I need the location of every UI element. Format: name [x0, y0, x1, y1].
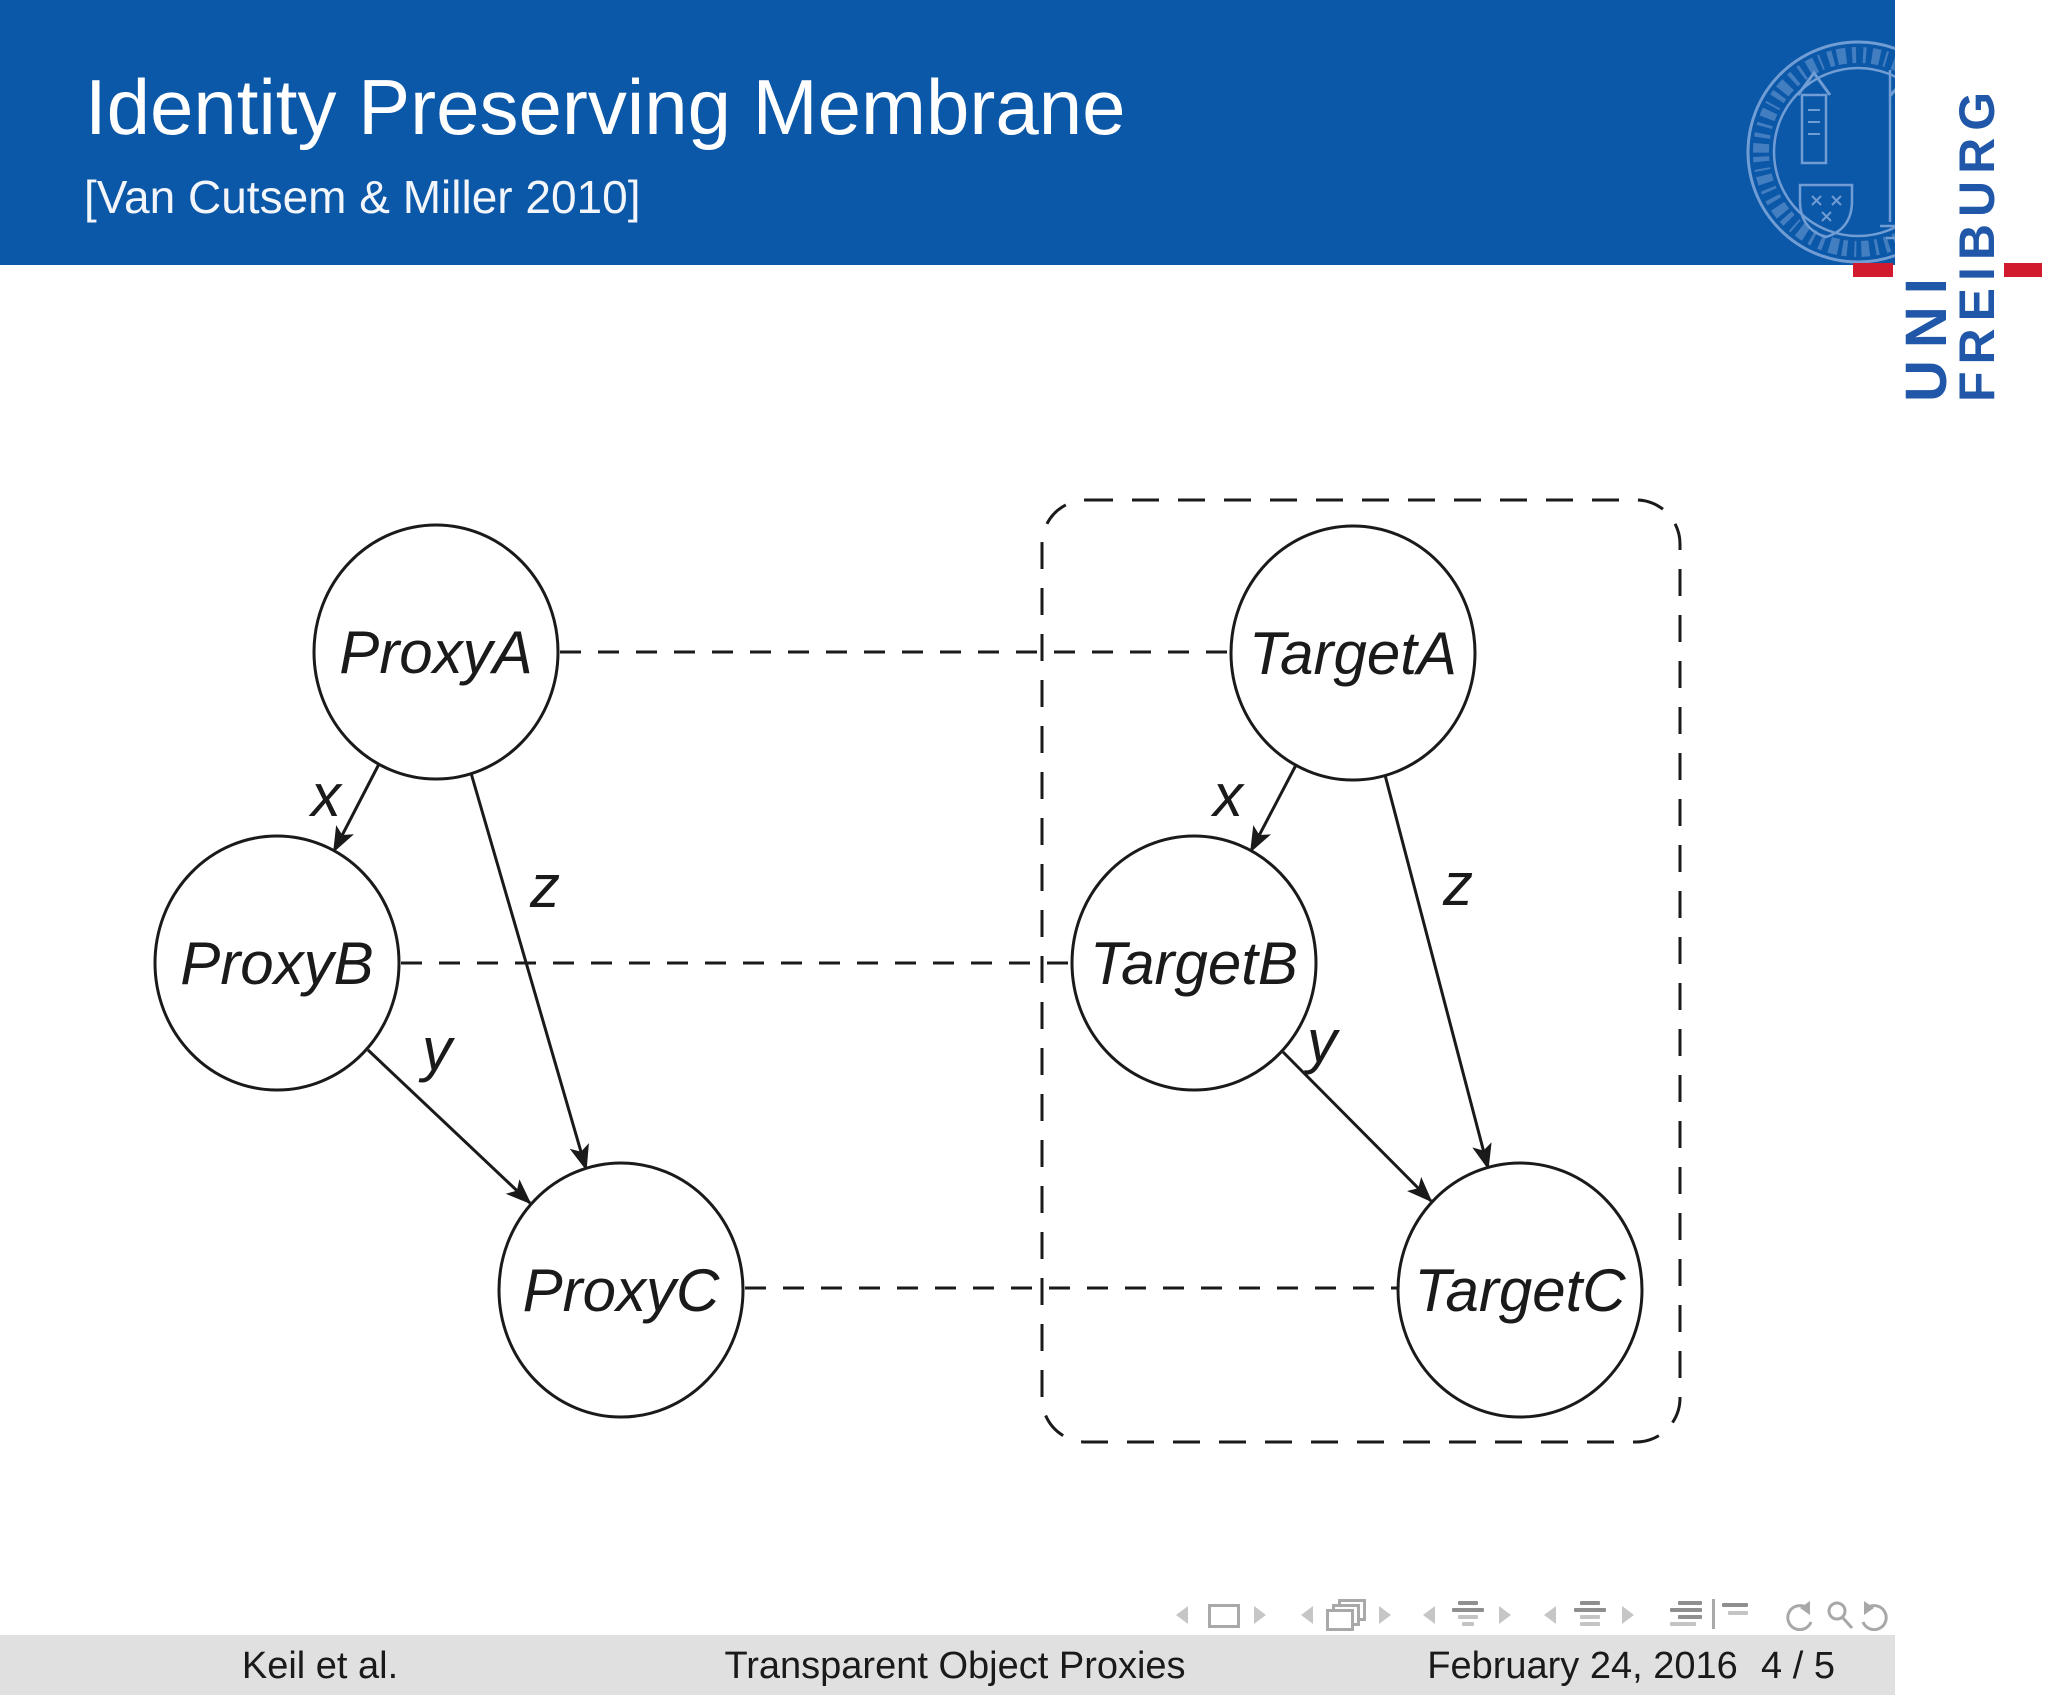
navigation-symbols — [0, 1598, 2048, 1632]
membrane-boundary — [1040, 498, 1682, 1444]
edge-proxyA-proxyC-z — [469, 772, 589, 1171]
node-proxyC — [497, 1161, 745, 1419]
edge-targetA-targetC-z — [1383, 774, 1492, 1170]
nav-next-frame-icon[interactable] — [1379, 1606, 1391, 1624]
slide-header: Identity Preserving Membrane [Van Cutsem… — [0, 0, 1895, 265]
edge-label-z-left: z — [529, 853, 560, 920]
nav-frame-icon[interactable] — [1326, 1599, 1366, 1631]
nav-separator — [1712, 1599, 1715, 1629]
edge-label-y-left: y — [418, 1016, 456, 1083]
nav-prev-slide-icon[interactable] — [1176, 1606, 1188, 1624]
nav-back-icon[interactable] — [1780, 1599, 1818, 1631]
nav-prev-subsection-icon[interactable] — [1423, 1606, 1435, 1624]
footer-page-number: 4 / 5 — [1761, 1645, 1835, 1687]
nav-find-icon[interactable] — [1824, 1599, 1856, 1631]
footer-bar: Keil et al. Transparent Object Proxies F… — [0, 1635, 1895, 1695]
nav-next-section-icon[interactable] — [1622, 1606, 1634, 1624]
node-proxyB — [153, 834, 401, 1092]
page-title: Identity Preserving Membrane — [85, 63, 1126, 151]
node-targetB — [1070, 834, 1318, 1092]
nav-next-subsection-icon[interactable] — [1499, 1606, 1511, 1624]
nav-subsection-icon[interactable] — [1452, 1601, 1484, 1629]
node-label-targetC: TargetC — [1414, 1257, 1626, 1324]
page-subtitle: [Van Cutsem & Miller 2010] — [84, 171, 641, 223]
edge-label-x-left: x — [308, 762, 343, 829]
nav-prev-frame-icon[interactable] — [1301, 1606, 1313, 1624]
university-seal-icon — [1746, 40, 1895, 264]
edge-proxyB-proxyC-y — [366, 1048, 532, 1205]
nav-appendix-icon[interactable] — [1722, 1601, 1754, 1629]
nav-section-icon[interactable] — [1574, 1601, 1606, 1629]
node-targetC — [1396, 1161, 1644, 1419]
node-proxyA — [312, 523, 560, 781]
node-label-proxyB: ProxyB — [180, 930, 373, 997]
node-label-proxyA: ProxyA — [339, 619, 532, 686]
footer-date: February 24, 2016 — [1427, 1645, 1738, 1687]
logo-red-dash-right — [2004, 263, 2042, 277]
edge-targetA-targetB-x — [1249, 764, 1298, 853]
edge-targetB-targetC-y — [1281, 1050, 1433, 1203]
nav-next-slide-icon[interactable] — [1254, 1606, 1266, 1624]
node-label-proxyC: ProxyC — [523, 1257, 720, 1324]
node-label-targetA: TargetA — [1249, 620, 1457, 687]
edge-proxyA-proxyB-x — [332, 763, 381, 853]
nav-presentation-icon[interactable] — [1668, 1601, 1704, 1629]
node-label-targetB: TargetB — [1090, 930, 1298, 997]
nav-slide-icon[interactable] — [1208, 1604, 1240, 1628]
edge-label-x-right: x — [1210, 762, 1245, 829]
footer-talk-title: Transparent Object Proxies — [724, 1645, 1186, 1687]
edge-label-z-right: z — [1442, 851, 1473, 918]
nav-prev-section-icon[interactable] — [1544, 1606, 1556, 1624]
logo-red-dash-left — [1853, 263, 1893, 277]
edge-label-y-right: y — [1303, 1008, 1341, 1075]
node-targetA — [1229, 524, 1477, 782]
footer-author: Keil et al. — [241, 1645, 399, 1687]
nav-forward-icon[interactable] — [1856, 1599, 1894, 1631]
